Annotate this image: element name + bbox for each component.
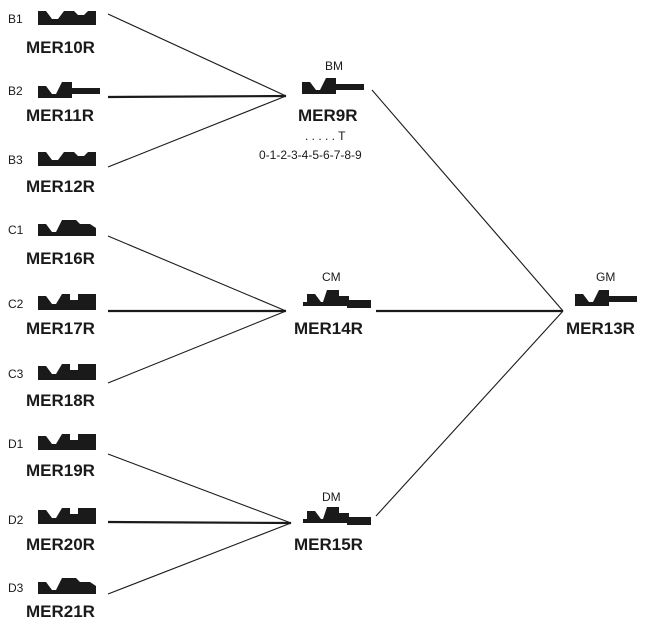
node-code: MER19R — [26, 461, 95, 480]
edge-d2-dm — [107, 520, 292, 525]
node-code: MER16R — [26, 249, 95, 268]
edge-c3-cm — [107, 310, 287, 384]
node-code: MER15R — [294, 535, 363, 554]
step-profile-icon — [302, 78, 364, 94]
node-tag: C3 — [8, 367, 24, 381]
node-code: MER20R — [26, 535, 95, 554]
step-profile-icon — [38, 82, 100, 98]
node-d1: D1 MER19R — [8, 434, 96, 480]
node-cm: CM MER14R — [294, 270, 371, 338]
node-code: MER14R — [294, 319, 363, 338]
node-tag: B2 — [8, 84, 23, 98]
node-b2: B2 MER11R — [8, 82, 100, 125]
node-c1: C1 MER16R — [8, 220, 96, 268]
edge-d3-dm — [107, 522, 292, 595]
h-profile-icon — [38, 434, 96, 450]
node-code: MER11R — [26, 106, 94, 125]
node-tag: C1 — [8, 223, 24, 237]
node-code: MER17R — [26, 319, 95, 338]
bitting-note-bottom: 0-1-2-3-4-5-6-7-8-9 — [259, 148, 362, 162]
node-d2: D2 MER20R — [8, 508, 96, 554]
notch-profile-icon — [38, 11, 96, 25]
node-tag: D3 — [8, 581, 24, 595]
hump-profile-icon — [38, 578, 96, 594]
step-profile-icon — [575, 290, 637, 306]
node-tag: C2 — [8, 297, 24, 311]
node-code: MER12R — [26, 177, 95, 196]
node-c3: C3 MER18R — [8, 364, 96, 410]
edge-bm-gm — [371, 89, 564, 312]
wave-profile-icon — [303, 290, 371, 308]
node-tag: B1 — [8, 12, 23, 26]
node-code: MER21R — [26, 602, 95, 621]
edge-b2-bm — [107, 94, 287, 99]
edge-b3-bm — [107, 95, 287, 168]
node-tag: D1 — [8, 437, 24, 451]
hump-profile-icon — [38, 220, 96, 236]
notch-profile-icon — [38, 152, 96, 166]
node-code: MER10R — [26, 38, 95, 57]
node-c2: C2 MER17R — [8, 294, 96, 338]
h-profile-icon — [38, 508, 96, 524]
wave-profile-icon — [303, 507, 371, 525]
node-tag: CM — [322, 270, 341, 284]
edge-d1-dm — [107, 453, 292, 524]
node-code: MER9R — [298, 106, 358, 125]
connection-lines — [107, 13, 564, 595]
edge-dm-gm — [375, 310, 564, 517]
bitting-note-top: . . . . . T — [305, 129, 346, 143]
node-b1: B1 MER10R — [8, 11, 96, 57]
node-tag: GM — [596, 270, 615, 284]
node-tag: B3 — [8, 153, 23, 167]
node-tag: D2 — [8, 513, 24, 527]
node-d3: D3 MER21R — [8, 578, 96, 621]
node-code: MER13R — [566, 319, 635, 338]
node-gm: GM MER13R — [566, 270, 637, 338]
node-tag: DM — [322, 490, 341, 504]
edge-b1-bm — [107, 13, 287, 97]
node-bm: BM MER9R . . . . . T 0-1-2-3-4-5-6-7-8-9 — [259, 59, 364, 162]
node-tag: BM — [325, 59, 343, 73]
h-profile-icon — [38, 364, 96, 380]
node-dm: DM MER15R — [294, 490, 371, 554]
node-b3: B3 MER12R — [8, 152, 96, 196]
h-profile-icon — [38, 294, 96, 310]
node-code: MER18R — [26, 391, 95, 410]
edge-c1-cm — [107, 235, 287, 312]
